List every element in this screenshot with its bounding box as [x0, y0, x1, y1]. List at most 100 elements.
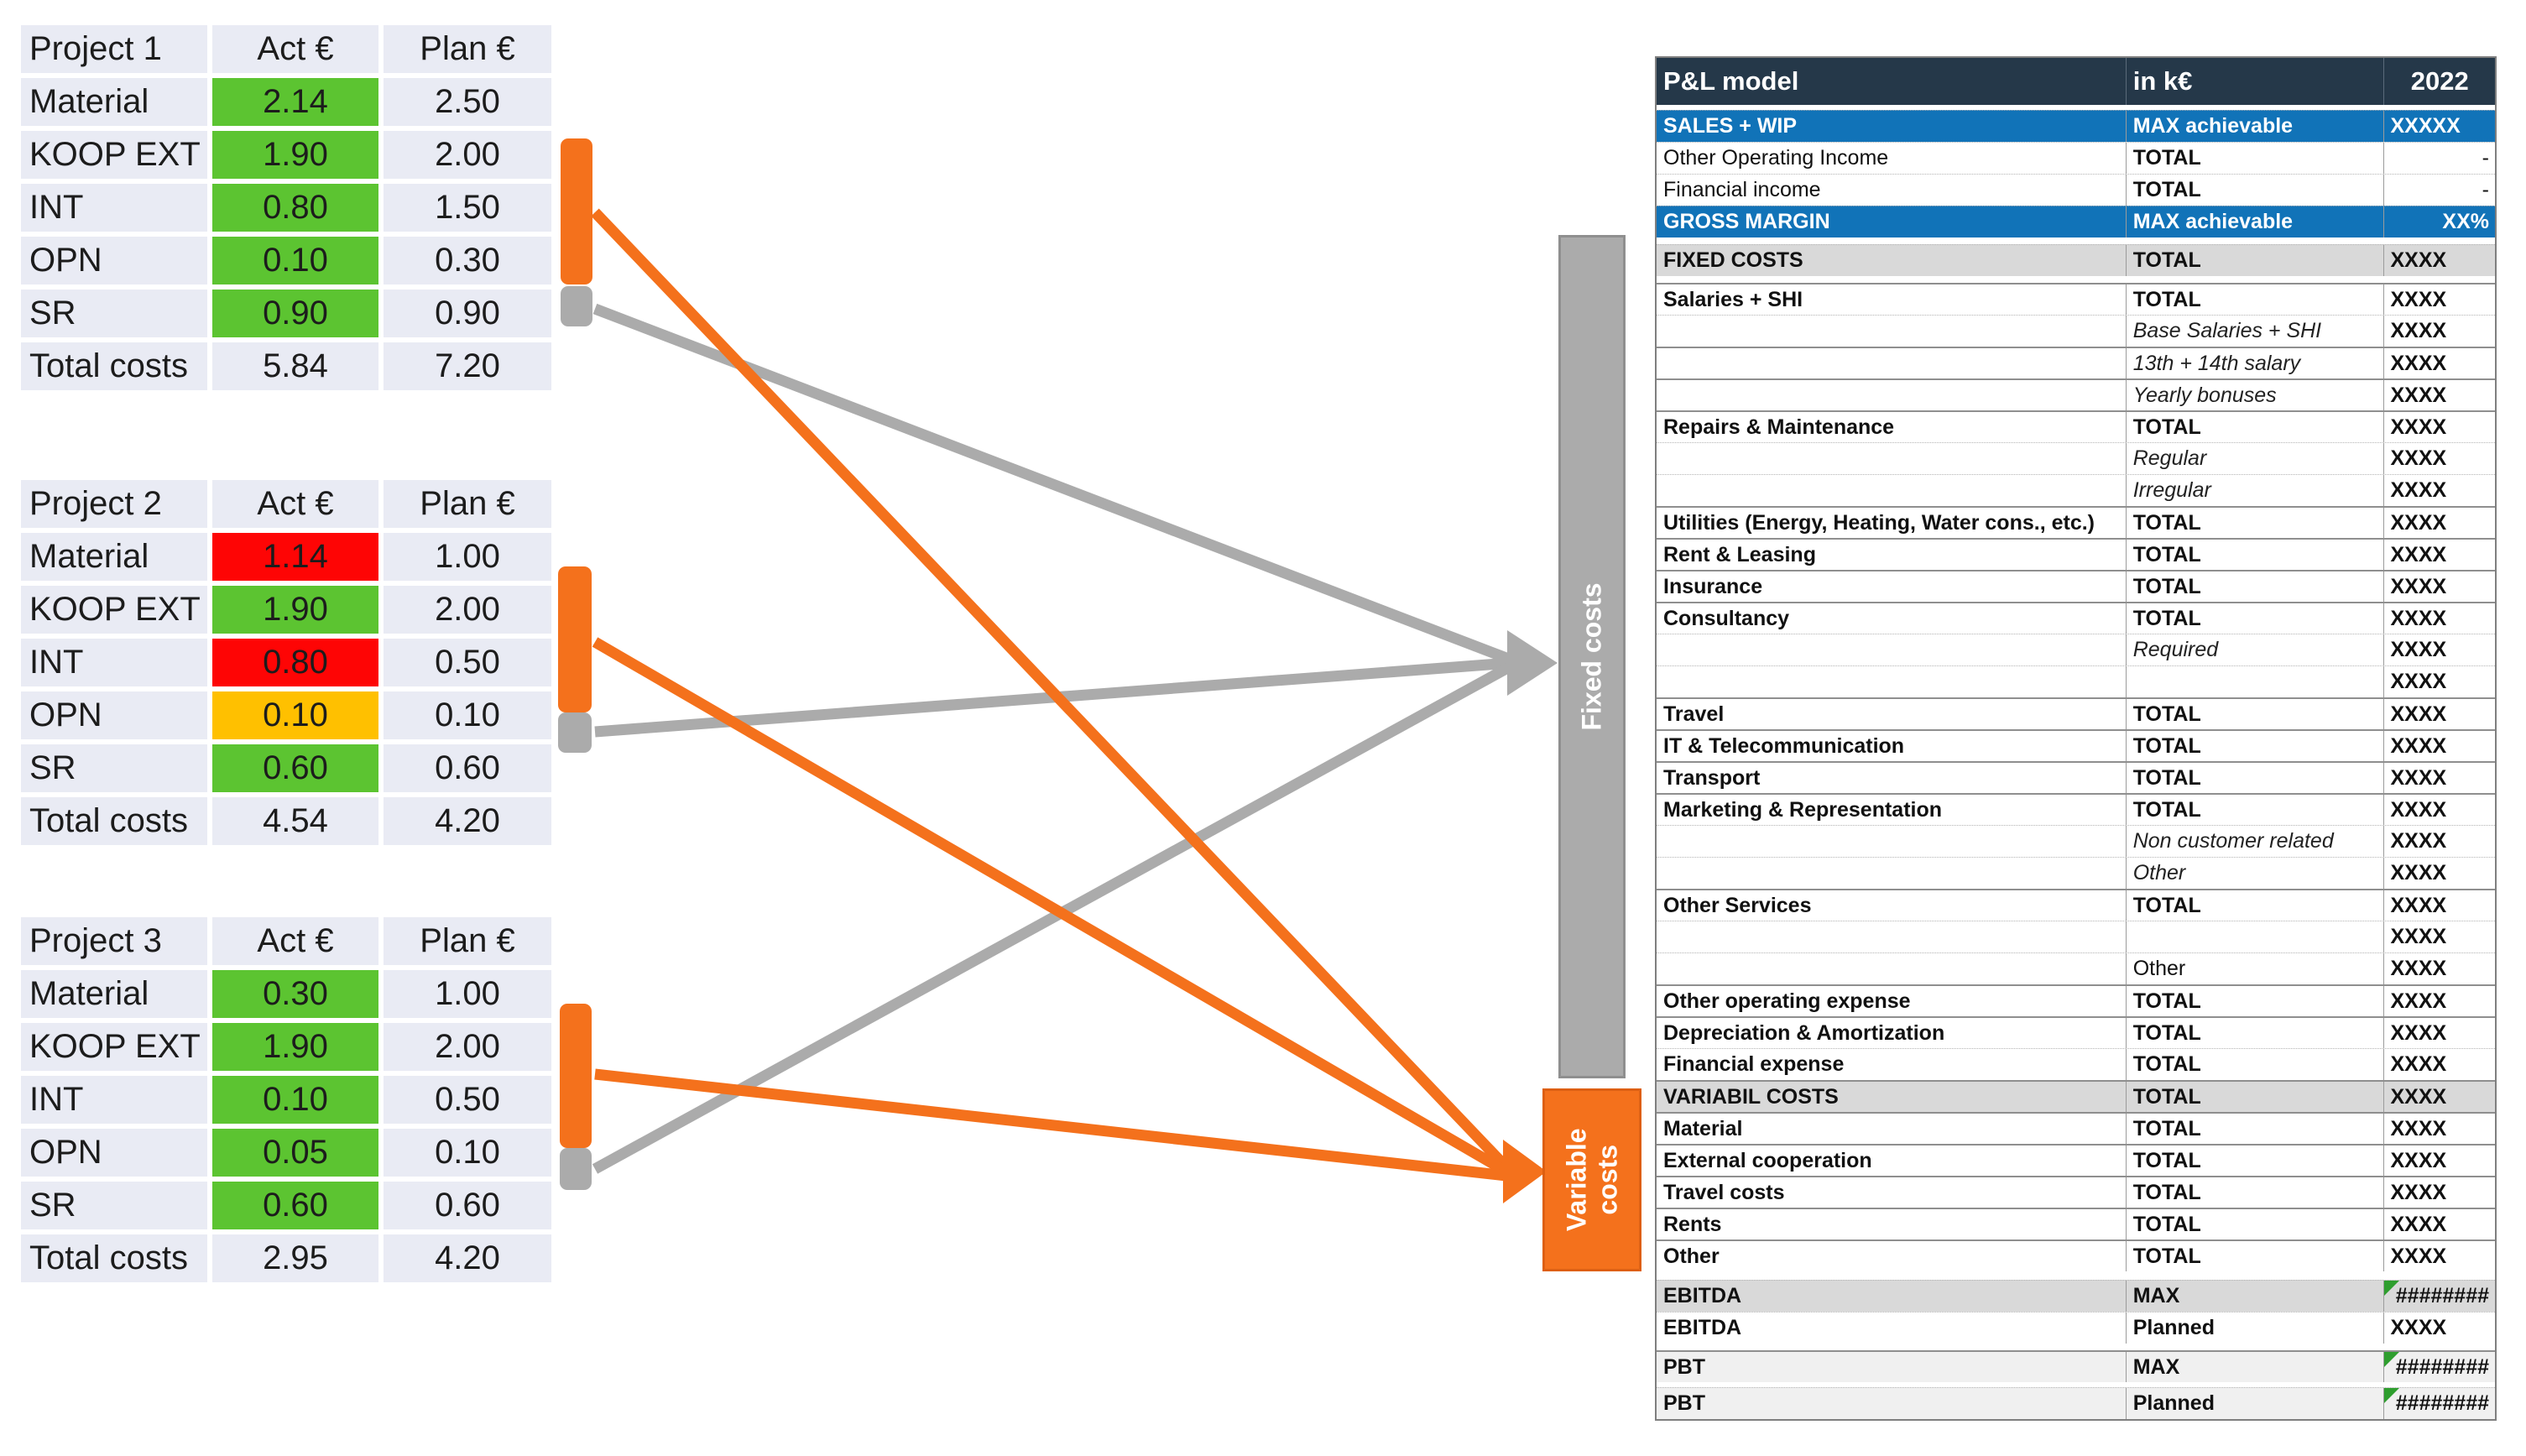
pnl-aggregation-label: TOTAL	[2125, 1082, 2384, 1112]
pnl-aggregation-label: Non customer related	[2125, 826, 2384, 857]
pnl-unit-header: in k€	[2125, 58, 2384, 105]
pnl-aggregation-label: Planned	[2125, 1312, 2384, 1344]
pnl-aggregation-label: Regular	[2125, 443, 2384, 474]
pnl-aggregation-label: TOTAL	[2125, 1145, 2384, 1176]
pnl-item-label: SALES + WIP	[1663, 114, 1798, 138]
variable-costs-label: Variable costs	[1561, 1128, 1622, 1232]
pnl-value-cell: XXXX	[2383, 763, 2495, 793]
total-actual-cell: 4.54	[212, 797, 378, 845]
project-title: Project 3	[21, 917, 207, 965]
pnl-value-cell: XXXX	[2383, 890, 2495, 921]
pnl-value-cell: XXXX	[2383, 826, 2495, 857]
pnl-value-cell: XXXX	[2383, 921, 2495, 952]
pnl-value-cell: XXXX	[2383, 316, 2495, 347]
pnl-row: XXXX	[1657, 665, 2495, 697]
pnl-item-label	[1657, 316, 2126, 347]
pnl-item-label: Other Services	[1663, 893, 1812, 917]
cost-row-label: KOOP EXT	[21, 586, 207, 634]
project-3-variable-source	[560, 1004, 592, 1148]
pnl-item-label: Other operating expense	[1663, 989, 1911, 1013]
connector-p2-to-fixed	[594, 657, 1511, 738]
cost-row-label: INT	[21, 1076, 207, 1124]
connector-p1-to-variable	[591, 208, 1511, 1172]
pnl-value-cell-flagged: ########	[2383, 1281, 2495, 1312]
pnl-value-cell: XXXX	[2383, 1209, 2495, 1239]
pnl-value-cell: XXXX	[2383, 1082, 2495, 1112]
total-row-label: Total costs	[21, 342, 207, 390]
actual-value-cell: 0.60	[212, 744, 378, 792]
actual-value-cell: 0.10	[212, 1076, 378, 1124]
pnl-item-label: IT & Telecommunication	[1663, 733, 1905, 758]
cost-row-label: Material	[21, 533, 207, 581]
pnl-aggregation-label: TOTAL	[2125, 1177, 2384, 1208]
pnl-item-label: External cooperation	[1663, 1148, 1872, 1172]
actual-value-cell: 0.30	[212, 970, 378, 1018]
cost-row-label: Material	[21, 970, 207, 1018]
actual-value-cell: 0.10	[212, 237, 378, 284]
pnl-value-cell: XXXX	[2383, 953, 2495, 984]
pnl-item-label: Transport	[1663, 765, 1761, 790]
pnl-value-cell: XXXX	[2383, 795, 2495, 825]
pnl-value-cell: XXXX	[2383, 699, 2495, 729]
total-plan-cell: 7.20	[384, 342, 551, 390]
pnl-aggregation-label: Yearly bonuses	[2125, 380, 2384, 410]
pnl-item-label	[1657, 953, 2126, 984]
pnl-value-cell: XXXX	[2383, 443, 2495, 474]
cost-row-label: OPN	[21, 691, 207, 739]
actual-value-cell: 1.90	[212, 131, 378, 179]
pnl-aggregation-label: Irregular	[2125, 475, 2384, 506]
plan-value-cell: 0.10	[384, 1129, 551, 1177]
total-row-label: Total costs	[21, 1234, 207, 1282]
actual-column-header: Act €	[212, 917, 378, 965]
pnl-year-header: 2022	[2383, 58, 2495, 105]
variable-costs-bar: Variable costs	[1542, 1088, 1641, 1271]
pnl-aggregation-label: TOTAL	[2125, 603, 2384, 634]
fixed-costs-arrowhead-icon	[1507, 630, 1558, 696]
connector-p1-to-fixed	[592, 303, 1513, 665]
variable-costs-arrowhead-icon	[1503, 1140, 1547, 1203]
pnl-item-label: Rents	[1663, 1212, 1722, 1236]
pnl-item-label: Insurance	[1663, 574, 1763, 598]
pnl-item-label: VARIABIL COSTS	[1663, 1084, 1839, 1109]
pnl-value-cell: XXXX	[2383, 571, 2495, 602]
cost-row-label: SR	[21, 290, 207, 337]
cost-row-label: INT	[21, 639, 207, 686]
pnl-item-label	[1657, 666, 2126, 697]
pnl-aggregation-label: TOTAL	[2125, 763, 2384, 793]
plan-value-cell: 0.90	[384, 290, 551, 337]
plan-value-cell: 2.00	[384, 586, 551, 634]
pnl-value-cell: XXXX	[2383, 1312, 2495, 1344]
pnl-value-cell: XXXX	[2383, 986, 2495, 1016]
pnl-aggregation-label: TOTAL	[2125, 986, 2384, 1016]
pnl-value-cell: -	[2383, 143, 2495, 174]
pnl-aggregation-label: TOTAL	[2125, 175, 2384, 206]
actual-value-cell: 0.60	[212, 1182, 378, 1229]
pnl-item-label: EBITDA	[1663, 1316, 1742, 1339]
cost-row-label: KOOP EXT	[21, 131, 207, 179]
pnl-value-cell: XXXX	[2383, 1114, 2495, 1144]
pnl-item-label	[1657, 634, 2126, 665]
pnl-value-cell: XXXX	[2383, 1018, 2495, 1048]
pnl-item-label	[1657, 475, 2126, 506]
cost-row-label: Material	[21, 78, 207, 126]
plan-value-cell: 0.50	[384, 639, 551, 686]
pnl-row: XXXX	[1657, 921, 2495, 952]
pnl-value-cell: XXXX	[2383, 475, 2495, 506]
pnl-aggregation-label	[2125, 666, 2384, 697]
pnl-value-cell: XXXX	[2383, 1145, 2495, 1176]
pnl-item-label: PBT	[1663, 1354, 1705, 1379]
